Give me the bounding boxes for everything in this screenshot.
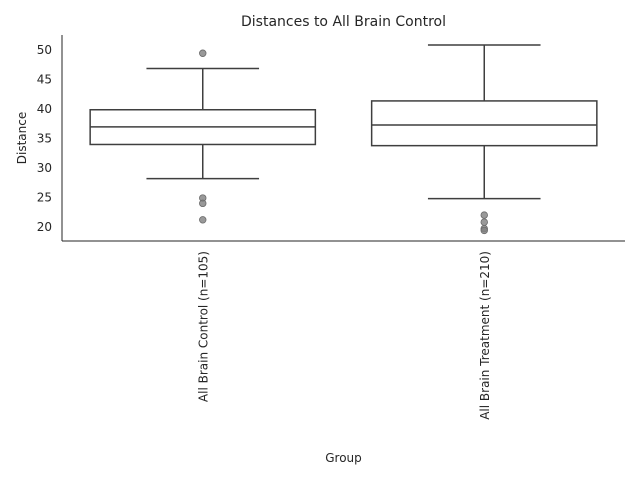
y-axis-title: Distance — [15, 112, 29, 164]
iqr-box — [370, 100, 598, 147]
x-axis-title: Group — [325, 451, 362, 465]
y-tick-label: 20 — [37, 220, 52, 234]
outlier-point — [480, 226, 488, 235]
outlier-point — [199, 199, 207, 208]
y-tick-label: 50 — [37, 43, 52, 57]
outlier-point — [480, 218, 488, 226]
y-tick-label: 25 — [37, 190, 52, 204]
y-tick-label: 35 — [37, 132, 52, 146]
plot-area — [89, 44, 598, 235]
y-ticks: 20 25 30 35 40 45 50 — [37, 43, 52, 234]
x-tick-label: All Brain Control (n=105) — [196, 251, 210, 402]
outlier-point — [199, 216, 207, 224]
outlier-point — [480, 211, 488, 219]
y-tick-label: 45 — [37, 73, 52, 87]
y-tick-label: 30 — [37, 161, 52, 175]
box-group — [370, 44, 598, 235]
chart-title: Distances to All Brain Control — [241, 14, 446, 30]
y-tick-label: 40 — [37, 102, 52, 116]
x-ticks: All Brain Control (n=105) All Brain Treat… — [196, 251, 492, 420]
box-group — [89, 49, 317, 224]
outlier-point — [199, 49, 207, 57]
x-tick-label: All Brain Treatment (n=210) — [478, 251, 492, 420]
